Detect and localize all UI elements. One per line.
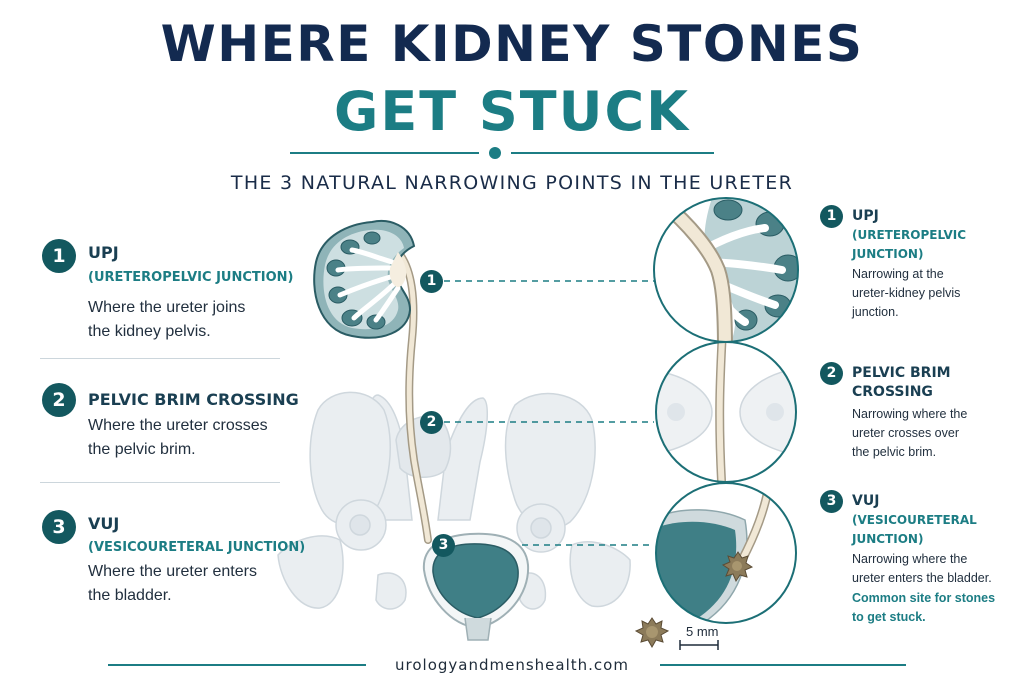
right-subtitle-vuj-line1: (VESICOURETERAL [852, 513, 977, 527]
left-badge-3: 3 [42, 510, 76, 544]
left-badge-2: 2 [42, 383, 76, 417]
right-title-upj: UPJ [852, 208, 879, 224]
zoom-vuj-circle [655, 482, 797, 624]
right-badge-3: 3 [820, 490, 843, 513]
kidney-stone-icon [721, 551, 754, 583]
left-subtitle-vuj: (VESICOURETERAL JUNCTION) [88, 540, 306, 555]
title-divider-right [511, 152, 714, 154]
left-desc-upj-line1: Where the ureter joins [88, 299, 246, 316]
left-desc-vuj-line1: Where the ureter enters [88, 563, 257, 580]
left-desc-vuj-line2: the bladder. [88, 587, 172, 604]
right-title-vuj: VUJ [852, 493, 880, 509]
pelvis-illustration [277, 391, 631, 610]
zoom-upj-circle [653, 197, 799, 343]
right-desc-vuj-line1: Narrowing where the [852, 552, 968, 566]
right-desc-upj-line3: junction. [852, 305, 899, 319]
left-badge-1: 1 [42, 239, 76, 273]
right-title-pelvic-brim-line2: CROSSING [852, 384, 933, 400]
scale-bar [679, 640, 719, 650]
left-title-vuj: VUJ [88, 514, 120, 533]
footer-rule-left [108, 664, 366, 666]
page-title-line2: GET STUCK [334, 80, 690, 143]
left-desc-upj-line2: the kidney pelvis. [88, 323, 211, 340]
left-title-upj: UPJ [88, 243, 119, 262]
kidney-illustration [313, 220, 416, 339]
title-divider-left [290, 152, 479, 154]
left-divider-2 [40, 482, 280, 483]
right-desc-pelvic-brim-line1: Narrowing where the [852, 407, 968, 421]
left-subtitle-upj: (URETEROPELVIC JUNCTION) [88, 270, 294, 285]
footer-rule-right [660, 664, 906, 666]
right-subtitle-upj-line2: JUNCTION) [852, 247, 924, 261]
right-badge-2: 2 [820, 362, 843, 385]
left-desc-pelvic-brim-line1: Where the ureter crosses [88, 417, 268, 434]
right-title-pelvic-brim-line1: PELVIC BRIM [852, 365, 951, 381]
diagram-marker-1: 1 [420, 270, 443, 293]
right-subtitle-upj-line1: (URETEROPELVIC [852, 228, 967, 242]
bladder-illustration [422, 532, 530, 641]
right-badge-1: 1 [820, 205, 843, 228]
scale-label: 5 mm [686, 624, 719, 639]
page-subtitle: THE 3 NATURAL NARROWING POINTS IN THE UR… [230, 172, 794, 194]
right-desc-upj-line1: Narrowing at the [852, 267, 944, 281]
right-note-vuj-line2: to get stuck. [852, 610, 926, 624]
scale-stone-icon [634, 617, 670, 649]
left-divider-1 [40, 358, 280, 359]
right-note-vuj-line1: Common site for stones [852, 591, 996, 605]
left-desc-pelvic-brim-line2: the pelvic brim. [88, 441, 196, 458]
right-subtitle-vuj-line2: JUNCTION) [852, 532, 924, 546]
left-title-pelvic-brim: PELVIC BRIM CROSSING [88, 390, 299, 409]
right-desc-pelvic-brim-line3: the pelvic brim. [852, 445, 937, 459]
title-divider-dot [489, 147, 501, 159]
diagram-marker-3: 3 [432, 534, 455, 557]
zoom-pelvic-brim-circle [655, 341, 797, 483]
diagram-marker-2: 2 [420, 411, 443, 434]
right-desc-pelvic-brim-line2: ureter crosses over [852, 426, 959, 440]
right-desc-vuj-line2: ureter enters the bladder. [852, 571, 992, 585]
right-desc-upj-line2: ureter-kidney pelvis [852, 286, 961, 300]
page-title-line1: WHERE KIDNEY STONES [160, 15, 864, 73]
footer-website[interactable]: urologyandmenshealth.com [395, 656, 629, 674]
